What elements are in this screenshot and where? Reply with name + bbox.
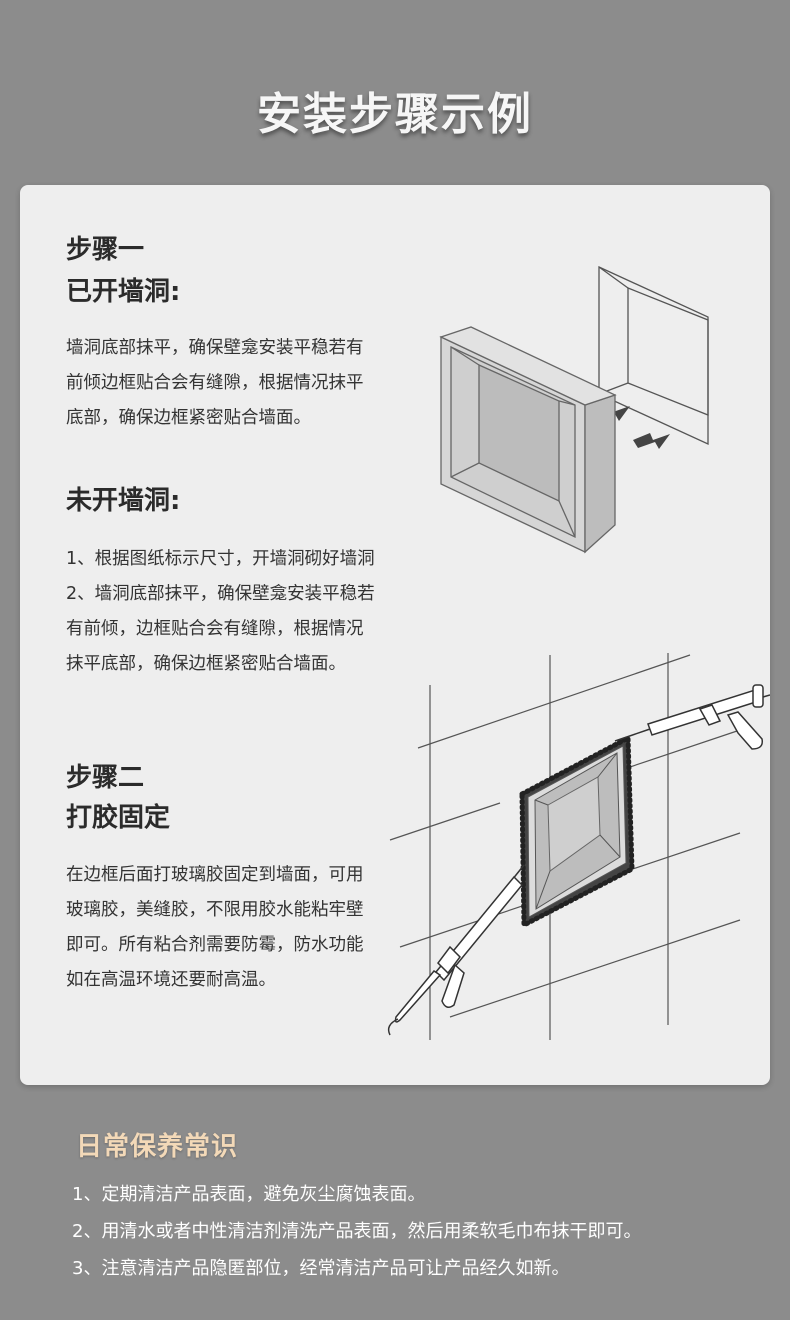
caulking-gun-icon [387,864,525,1036]
steps-card: 步骤一 已开墙洞: 墙洞底部抹平，确保壁龛安装平稳若有 前倾边框贴合会有缝隙，根… [20,185,770,1085]
no-hole-line: 2、墙洞底部抹平，确保壁龛安装平稳若 [66,584,375,604]
step2-line: 如在高温环境还要耐高温。 [66,970,276,990]
step2-line: 即可。所有粘合剂需要防霉，防水功能 [66,935,364,955]
page-title: 安装步骤示例 [257,89,533,140]
caulking-gun-icon [614,684,770,750]
step1-text: 墙洞底部抹平，确保壁龛安装平稳若有 前倾边框贴合会有缝隙，根据情况抹平 底部，确… [66,331,426,436]
step2-subtitle: 打胶固定 [66,803,171,833]
no-hole-text: 1、根据图纸标示尺寸，开墙洞砌好墙洞 2、墙洞底部抹平，确保壁龛安装平稳若 有前… [66,542,426,682]
niche-insert-illustration [439,265,709,554]
step1-line: 墙洞底部抹平，确保壁龛安装平稳若有 [66,338,364,358]
care-list: 1、定期清洁产品表面，避免灰尘腐蚀表面。 2、用清水或者中性清洁剂清洗产品表面，… [72,1176,641,1287]
step2-line: 在边框后面打玻璃胶固定到墙面，可用 [66,865,364,885]
care-title: 日常保养常识 [76,1132,239,1162]
no-hole-subtitle: 未开墙洞: [66,486,181,516]
step2-label: 步骤二 [66,763,145,793]
no-hole-line: 抹平底部，确保边框紧密贴合墙面。 [66,654,346,674]
step1-label: 步骤一 [66,235,145,265]
no-hole-line: 1、根据图纸标示尺寸，开墙洞砌好墙洞 [66,549,375,569]
care-item: 1、定期清洁产品表面，避免灰尘腐蚀表面。 [72,1184,426,1205]
step2-line: 玻璃胶，美缝胶，不限用胶水能粘牢壁 [66,900,364,920]
glue-application-illustration [387,653,770,1040]
care-item: 3、注意清洁产品隐匿部位，经常清洁产品可让产品经久如新。 [72,1258,570,1279]
step1-line: 底部，确保边框紧密贴合墙面。 [66,408,311,428]
step1-subtitle: 已开墙洞: [66,277,181,307]
care-item: 2、用清水或者中性清洁剂清洗产品表面，然后用柔软毛巾布抹干即可。 [72,1221,642,1242]
step2-text: 在边框后面打玻璃胶固定到墙面，可用 玻璃胶，美缝胶，不限用胶水能粘牢壁 即可。所… [66,858,426,998]
niche-frame [519,733,635,930]
step1-line: 前倾边框贴合会有缝隙，根据情况抹平 [66,373,364,393]
niche-box [439,326,617,554]
no-hole-line: 有前倾，边框贴合会有缝隙，根据情况 [66,619,364,639]
